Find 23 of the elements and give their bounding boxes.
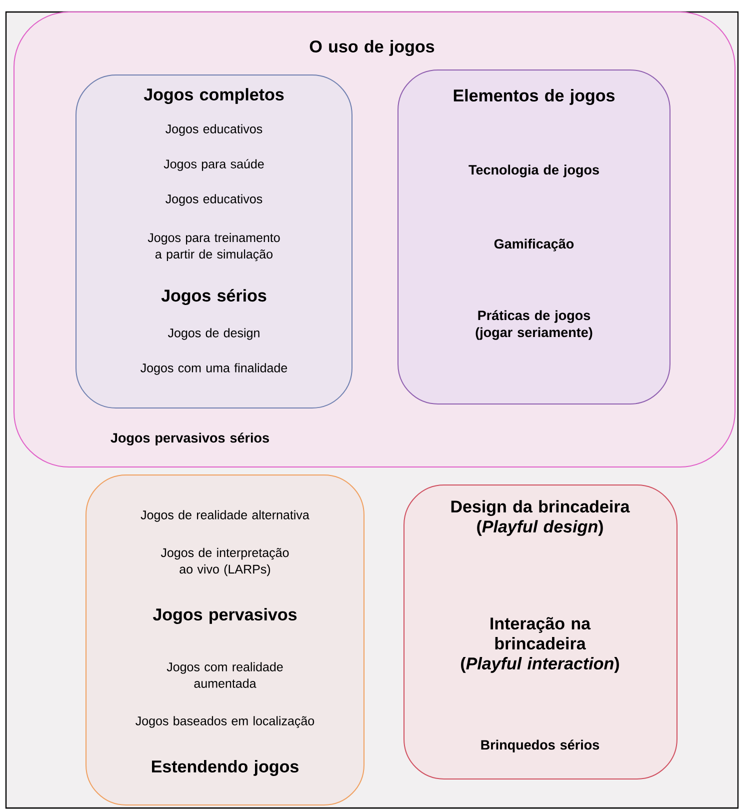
item-text: Jogos de interpretação ao vivo (LARPs) [160,548,289,576]
item-text: Jogos educativos [166,124,262,136]
box-heading: Elementos de jogos [454,89,615,105]
item-text: Tecnologia de jogos [468,164,599,178]
item-text: Jogos para saúde [164,159,264,171]
box-heading: Jogos completos [144,88,284,104]
item-text: Gamificação [494,238,574,252]
item-text: Jogos com realidade aumentada [166,662,283,688]
item-text: Brinquedos sérios [481,740,600,752]
item-text: Jogos de design [168,328,260,340]
box-heading: Jogos pervasivos [152,608,297,624]
box-heading: Jogos sérios [161,288,266,306]
box-heading: O uso de jogos [310,40,434,56]
item-text: Práticas de jogos (jogar seriamente) [476,310,592,340]
item-text: Jogos com uma finalidade [140,363,288,375]
box-heading: Design da brincadeira (Playful design) [451,500,630,536]
item-text: Jogos educativos [166,194,262,206]
item-text: Jogos de realidade alternativa [140,510,310,522]
item-text: Jogos para treinamento a partir de simulação [148,232,280,262]
item-text: Jogos baseados em localização [136,716,314,728]
box-heading: Estendendo jogos [152,760,298,776]
item-text: Jogos pervasivos sérios [110,432,269,446]
box-heading: Interação na brincadeira (Playful interaction) [461,617,619,673]
